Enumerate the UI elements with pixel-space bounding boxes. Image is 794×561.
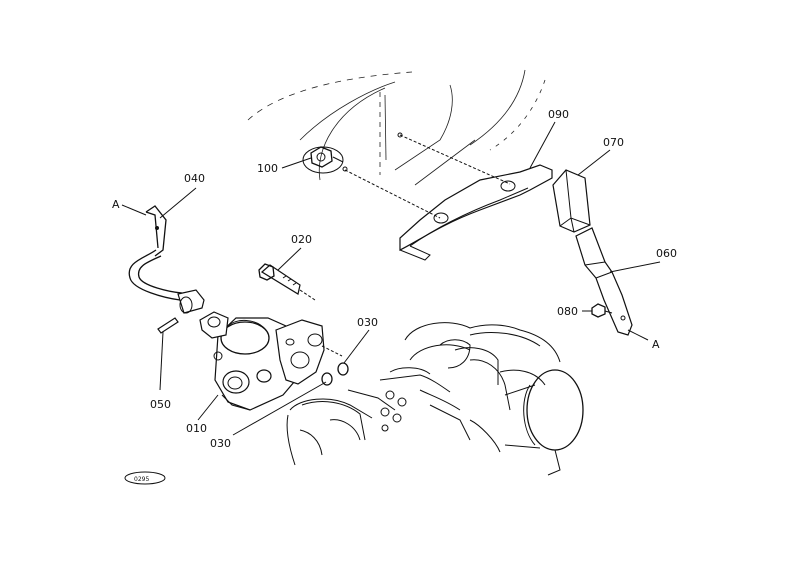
label-100: 100 [257, 162, 278, 175]
label-060: 060 [656, 247, 677, 260]
lever-060 [575, 227, 633, 336]
bolt-020 [258, 263, 316, 301]
label-030-upper: 030 [357, 316, 378, 329]
pump-assembly-010 [199, 311, 343, 411]
label-030-lower: 030 [210, 437, 231, 450]
label-050: 050 [150, 398, 171, 411]
document-stamp: 0295 [124, 471, 166, 485]
leader-lines [121, 121, 661, 436]
label-020: 020 [291, 233, 312, 246]
rod-040 [128, 205, 205, 314]
lever-bracket-090 [342, 132, 553, 261]
reference-mark-a-left: A [112, 198, 120, 211]
engine-block [286, 322, 584, 476]
label-070: 070 [603, 136, 624, 149]
label-010: 010 [186, 422, 207, 435]
stamp-text: 0295 [134, 476, 149, 483]
label-080: 080 [557, 305, 578, 318]
body-panel-outline [247, 69, 546, 186]
bolt-080 [591, 303, 613, 318]
nut-100 [302, 146, 344, 174]
grip-070 [552, 169, 591, 233]
reference-mark-a-right: A [652, 338, 660, 351]
label-090: 090 [548, 108, 569, 121]
pin-050 [157, 317, 179, 334]
o-rings-030 [321, 362, 349, 386]
part-labels: 100 090 070 060 080 040 020 030 050 010 … [112, 108, 677, 450]
label-040: 040 [184, 172, 205, 185]
